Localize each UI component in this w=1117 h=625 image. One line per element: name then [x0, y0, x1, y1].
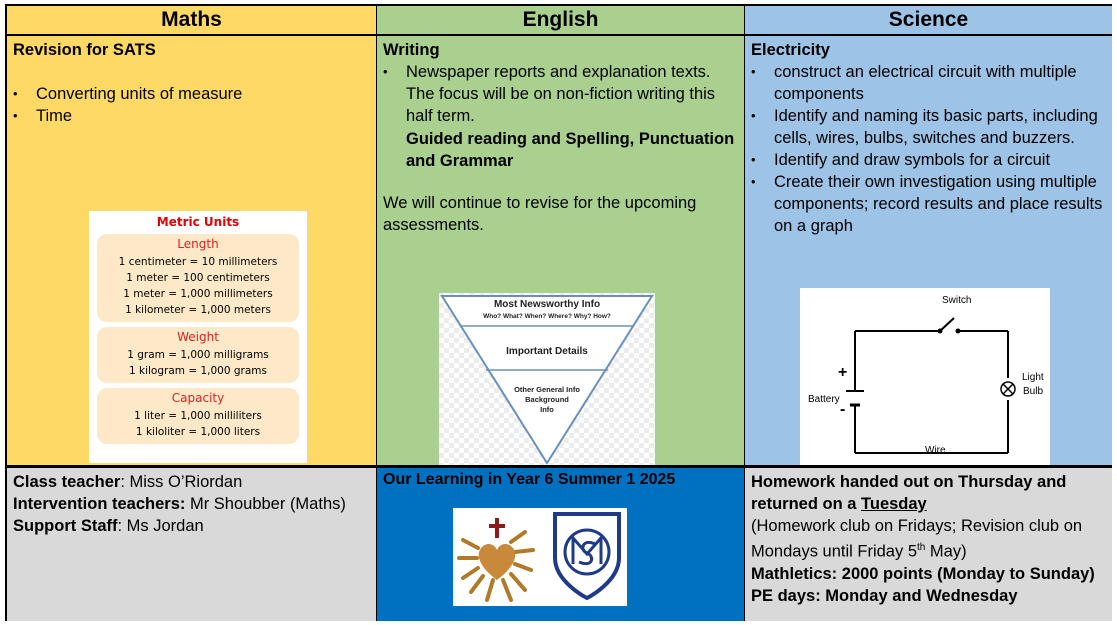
school-shield-logo-icon — [553, 512, 621, 601]
pyramid-bottom-label: Other General Info — [514, 385, 580, 394]
intervention-line: Intervention teachers: Mr Shoubber (Math… — [13, 493, 370, 515]
metric-weight-box: Weight 1 gram = 1,000 milligrams 1 kilog… — [97, 327, 299, 383]
class-teacher-label: Class teacher — [13, 473, 121, 491]
learning-overview-table: Maths English Science Revision for SATS … — [5, 4, 1112, 621]
list-item: Newspaper reports and explanation texts.… — [383, 61, 738, 172]
english-title: Writing — [383, 41, 440, 59]
metric-capacity-box: Capacity 1 liter = 1,000 milliliters 1 k… — [97, 388, 299, 444]
club-text: (Homework club on Fridays; Revision club… — [751, 517, 1083, 561]
metric-line: 1 liter = 1,000 milliliters — [134, 410, 262, 422]
circuit-bulb-label: Bulb — [1023, 386, 1044, 397]
metric-line: 1 kilogram = 1,000 grams — [129, 365, 267, 377]
list-item: Time — [13, 105, 370, 127]
circuit-wire-label: Wire — [925, 445, 946, 456]
metric-line: 1 gram = 1,000 milligrams — [127, 349, 269, 361]
homework-line: Homework handed out on Thursday and retu… — [751, 471, 1106, 515]
list-item: Identify and draw symbols for a circuit — [751, 149, 1106, 171]
science-header: Science — [745, 6, 1112, 36]
list-item: Create their own investigation using mul… — [751, 171, 1106, 237]
homework-text: Homework handed out on Thursday and retu… — [751, 473, 1067, 513]
pe-line: PE days: Monday and Wednesday — [751, 586, 1018, 605]
science-header-label: Science — [888, 8, 969, 31]
pyramid-bottom-label: Background — [525, 395, 569, 404]
english-cell: Writing Newspaper reports and explanatio… — [377, 36, 745, 466]
maths-header-label: Maths — [161, 8, 222, 31]
english-item-text: Newspaper reports and explanation texts.… — [406, 63, 716, 125]
english-list: Newspaper reports and explanation texts.… — [383, 61, 738, 172]
pyramid-middle-label: Important Details — [506, 346, 588, 357]
maths-list: Converting units of measure Time — [13, 83, 370, 127]
support-line: Support Staff: Ms Jordan — [13, 515, 370, 537]
metric-weight-heading: Weight — [177, 330, 219, 344]
newsworthy-pyramid-image: Most Newsworthy Info Who? What? When? Wh… — [439, 293, 655, 465]
circuit-minus-label: - — [840, 401, 846, 418]
sacred-heart-logo-icon — [457, 518, 535, 602]
homework-day: Tuesday — [861, 495, 927, 513]
english-item-bold: Guided reading and Spelling, Punctuation… — [406, 130, 735, 170]
science-title: Electricity — [751, 41, 830, 59]
maths-header: Maths — [7, 6, 377, 36]
metric-capacity-heading: Capacity — [171, 391, 225, 405]
metric-line: 1 meter = 1,000 millimeters — [123, 288, 273, 300]
school-logos-image — [453, 508, 627, 606]
metric-line: 1 kilometer = 1,000 meters — [125, 304, 271, 316]
english-header: English — [377, 6, 745, 36]
pyramid-top-sub: Who? What? When? Where? Why? How? — [483, 313, 611, 320]
maths-title: Revision for SATS — [13, 41, 156, 59]
pyramid-top-label: Most Newsworthy Info — [493, 299, 601, 310]
circuit-switch-label: Switch — [942, 295, 972, 306]
intervention-value: Mr Shoubber (Maths) — [185, 495, 346, 513]
center-cell: Our Learning in Year 6 Summer 1 2025 — [377, 466, 745, 621]
list-item: Converting units of measure — [13, 83, 370, 105]
club-end: May) — [925, 542, 967, 561]
maths-cell: Revision for SATS Converting units of me… — [7, 36, 377, 466]
circuit-diagram-image: Switch Light Bulb Battery Wire + - — [800, 288, 1050, 465]
pyramid-graphic — [439, 293, 655, 465]
list-item: Identify and naming its basic parts, inc… — [751, 105, 1106, 149]
metric-line: 1 centimeter = 10 millimeters — [118, 256, 278, 268]
science-cell: Electricity construct an electrical circ… — [745, 36, 1112, 466]
club-line: (Homework club on Fridays; Revision club… — [751, 515, 1106, 563]
pyramid-bottom-label: Info — [540, 405, 554, 414]
homework-cell: Homework handed out on Thursday and retu… — [745, 466, 1112, 621]
science-list: construct an electrical circuit with mul… — [751, 61, 1106, 237]
circuit-battery-label: Battery — [808, 394, 840, 405]
metric-line: 1 meter = 100 centimeters — [126, 272, 270, 284]
support-label: Support Staff — [13, 517, 118, 535]
center-title: Our Learning in Year 6 Summer 1 2025 — [383, 471, 676, 488]
support-value: : Ms Jordan — [117, 517, 204, 535]
english-header-label: English — [522, 8, 599, 31]
club-sup: th — [917, 542, 926, 553]
intervention-label: Intervention teachers: — [13, 495, 186, 513]
class-teacher-line: Class teacher: Miss O’Riordan — [13, 471, 370, 493]
metric-line: 1 kiloliter = 1,000 liters — [135, 426, 261, 438]
mathletics-line: Mathletics: 2000 points (Monday to Sunda… — [751, 564, 1095, 583]
metric-title: Metric Units — [156, 215, 240, 229]
staff-cell: Class teacher: Miss O’Riordan Interventi… — [7, 466, 377, 621]
list-item: construct an electrical circuit with mul… — [751, 61, 1106, 105]
class-teacher-value: : Miss O’Riordan — [120, 473, 243, 491]
metric-units-image: Metric Units Length 1 centimeter = 10 mi… — [89, 211, 307, 463]
circuit-plus-label: + — [838, 364, 848, 381]
metric-length-heading: Length — [177, 237, 219, 251]
english-paragraph: We will continue to revise for the upcom… — [383, 194, 697, 234]
school-logos-graphic — [457, 512, 621, 602]
metric-length-box: Length 1 centimeter = 10 millimeters 1 m… — [97, 234, 299, 322]
circuit-graphic — [846, 317, 1016, 454]
circuit-light-label: Light — [1022, 372, 1044, 383]
